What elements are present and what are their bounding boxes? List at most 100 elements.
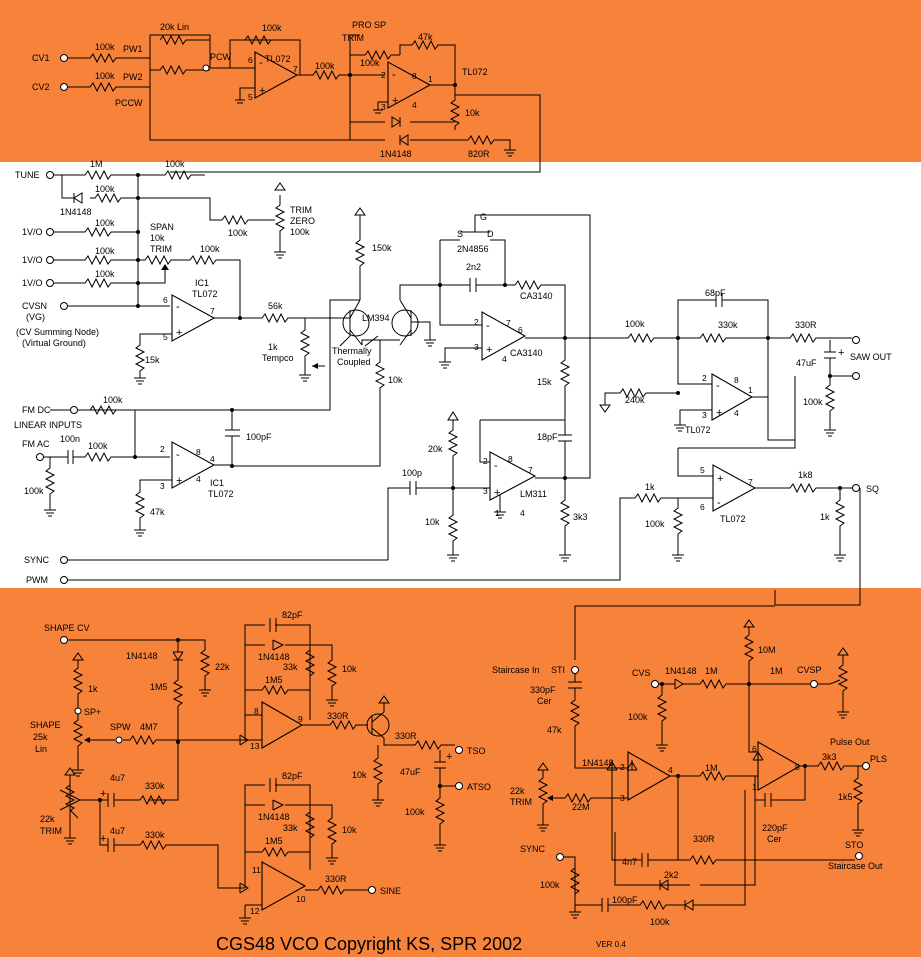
- sp-plus-label: SP+: [84, 707, 101, 717]
- shape-cv-terminal[interactable]: [60, 636, 68, 644]
- pwm-label: PWM: [26, 575, 48, 585]
- cap-100p-label: 100p: [402, 468, 422, 478]
- sync-label: SYNC: [24, 555, 50, 565]
- cvs-terminal[interactable]: [651, 680, 659, 688]
- tune-100k-label: 100k: [165, 159, 185, 169]
- svg-text:+: +: [176, 475, 182, 487]
- sto-terminal[interactable]: [855, 852, 863, 860]
- cap-2n2-label: 2n2: [466, 262, 481, 272]
- r-33k-b-label: 33k: [283, 823, 298, 833]
- atso-terminal[interactable]: [455, 782, 463, 790]
- staircase-diode-label: 1N4148: [582, 758, 614, 768]
- r-1m5-b-label: 1M5: [265, 836, 283, 846]
- r-330r-c-label: 330R: [325, 874, 347, 884]
- sine-terminal[interactable]: [368, 886, 376, 894]
- pro-sp-label: PRO SP: [352, 20, 386, 30]
- pwm-terminal[interactable]: [60, 576, 68, 584]
- ic1-fm-tl072-label: TL072: [208, 489, 234, 499]
- r-100k-b-label: 100k: [405, 807, 425, 817]
- coupled-label: Coupled: [337, 357, 371, 367]
- shape-25k-label: 25k: [33, 732, 48, 742]
- pcw-label: PCW: [210, 52, 232, 62]
- r-56k-label: 56k: [268, 301, 283, 311]
- cvsn-terminal[interactable]: [60, 302, 68, 310]
- r-1k5-label: 1k5: [838, 792, 853, 802]
- vo-100k-2-label: 100k: [95, 246, 115, 256]
- svg-text:8: 8: [508, 454, 513, 464]
- r-680r-label: CA3140: [520, 291, 553, 301]
- opamp-staircase-1: [627, 751, 672, 801]
- r-100k-br-b-label: 100k: [650, 917, 670, 927]
- 1vo-1-terminal[interactable]: [46, 228, 54, 236]
- r-47k-br-label: 47k: [547, 725, 562, 735]
- tl072-label-1: TL072: [265, 54, 291, 64]
- svg-text:+: +: [259, 85, 265, 97]
- bottom-band: [0, 588, 921, 957]
- tempco-label: Tempco: [262, 353, 294, 363]
- cv2-terminal[interactable]: [60, 83, 68, 91]
- r-1k-sq-label: 1k: [820, 512, 830, 522]
- r-10k-b-label: 10k: [352, 770, 367, 780]
- trim-zero-label-3: 100k: [290, 227, 310, 237]
- r-330r-a-label: 330R: [327, 711, 349, 721]
- cv1-resistor-label: 100k: [95, 42, 115, 52]
- svg-text:+: +: [838, 347, 844, 359]
- r-2k2-label: 2k2: [664, 870, 679, 880]
- svg-text:+: +: [717, 473, 723, 485]
- jfet-part-label: 2N4856: [457, 244, 489, 254]
- fm-dc-terminal[interactable]: [70, 406, 78, 414]
- r-240k-label: 240k: [625, 395, 645, 405]
- bottom-right-section: Staircase In STI 330pF Cer 47k CVS 1N414…: [492, 605, 887, 927]
- pot-20k-label: 20k Lin: [160, 22, 189, 32]
- svg-text:3: 3: [474, 342, 479, 352]
- svg-text:10: 10: [296, 894, 306, 904]
- svg-text:2: 2: [702, 373, 707, 383]
- sq-terminal[interactable]: [852, 484, 860, 492]
- opamp-pulse: [757, 741, 802, 791]
- cvsp-terminal[interactable]: [810, 680, 818, 688]
- ic1-tl072-label: TL072: [192, 289, 218, 299]
- svg-text:5: 5: [700, 465, 705, 475]
- 1vo-1-label: 1V/O: [22, 227, 43, 237]
- shape-label: SHAPE: [30, 720, 61, 730]
- tso-terminal[interactable]: [455, 746, 463, 754]
- svg-text:2: 2: [483, 456, 488, 466]
- sti-terminal[interactable]: [571, 666, 579, 674]
- r-1m-stair-label: 1M: [705, 763, 718, 773]
- zero-100k-label: 100k: [228, 228, 248, 238]
- saw-100k-label: 100k: [625, 319, 645, 329]
- version-text: VER 0.4: [596, 940, 626, 949]
- fm-ac-terminal[interactable]: [36, 453, 44, 461]
- cv1-terminal[interactable]: [60, 54, 68, 62]
- top-band: [0, 0, 921, 162]
- sync-terminal[interactable]: [60, 556, 68, 564]
- svg-text:+: +: [486, 344, 492, 356]
- r-3k3-pulse-label: 3k3: [822, 752, 837, 762]
- svg-text:3: 3: [160, 481, 165, 491]
- r-1m5-a-label: 1M5: [265, 675, 283, 685]
- tune-terminal[interactable]: [46, 171, 54, 179]
- ser-100k-label: 100k: [315, 61, 335, 71]
- svg-text:-: -: [392, 69, 396, 81]
- trim-100k-label: 100k: [360, 58, 380, 68]
- shape-diode-label: 1N4148: [126, 651, 158, 661]
- svg-text:5: 5: [163, 332, 168, 342]
- saw-out-terminal-2[interactable]: [852, 372, 860, 380]
- pls-terminal[interactable]: [862, 762, 870, 770]
- pw2-label: PW2: [123, 72, 143, 82]
- sine-label: SINE: [380, 886, 401, 896]
- 1vo-3-terminal[interactable]: [46, 279, 54, 287]
- r-10k-c-label: 10k: [342, 825, 357, 835]
- 1vo-2-terminal[interactable]: [46, 256, 54, 264]
- cvsn-label: CVSN: [22, 301, 47, 311]
- r-330r-stair-label: 330R: [693, 834, 715, 844]
- sync-br-terminal[interactable]: [556, 853, 564, 861]
- sq-1k-label: 1k: [645, 482, 655, 492]
- cap-18pf-label: 18pF: [537, 432, 558, 442]
- cvs-diode-label: 1N4148: [665, 666, 697, 676]
- r-10m-label: 10M: [758, 645, 776, 655]
- shape-lin-label: Lin: [35, 744, 47, 754]
- r-820r-label: 820R: [468, 149, 490, 159]
- tune-label: TUNE: [15, 170, 40, 180]
- saw-out-terminal-1[interactable]: [852, 336, 860, 344]
